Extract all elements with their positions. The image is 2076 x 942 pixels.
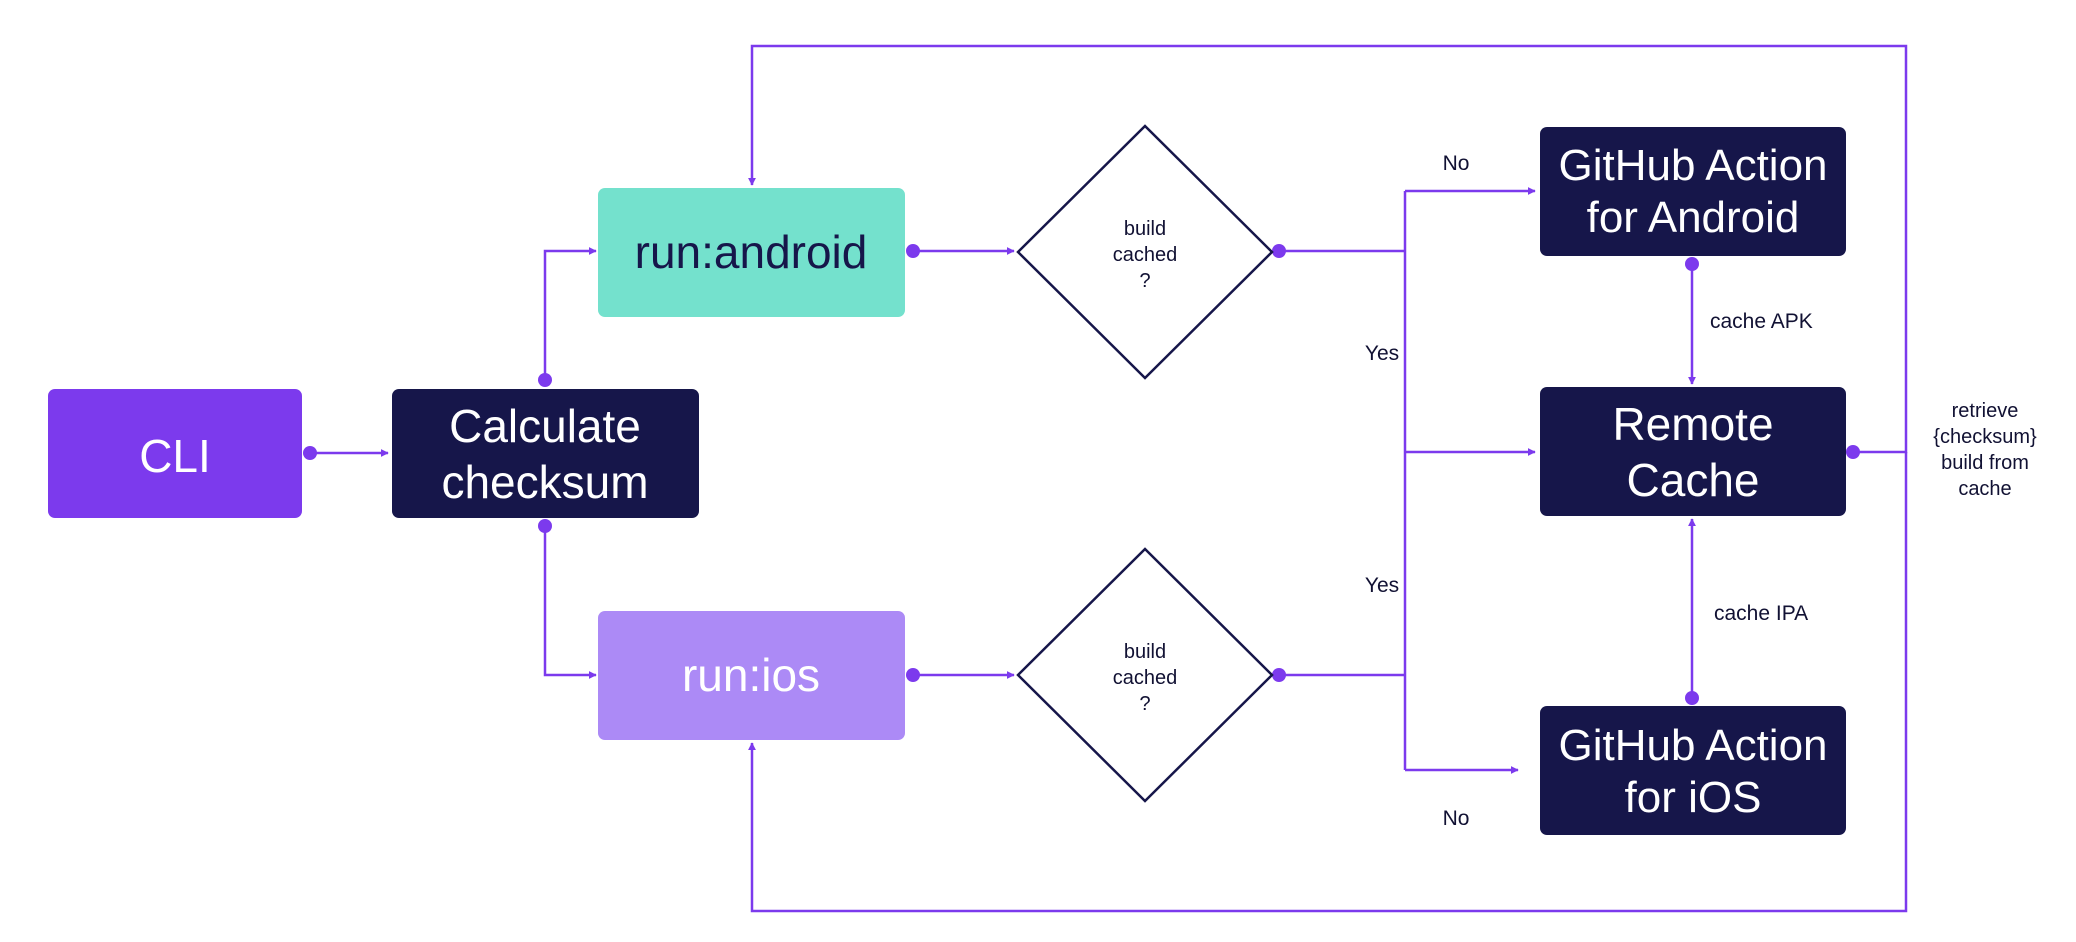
label-retrieve-line1: retrieve: [1952, 400, 2019, 422]
label-retrieve-line2: {checksum}: [1933, 426, 2037, 448]
checksum-box: [392, 389, 699, 518]
run-android-label: run:android: [635, 226, 868, 278]
gh-android-line2: for Android: [1587, 193, 1800, 242]
decision-android-diamond: [1016, 124, 1274, 380]
run-ios-box: [598, 611, 905, 740]
gh-ios-line1: GitHub Action: [1558, 721, 1827, 770]
cli-label: CLI: [139, 430, 211, 482]
dot-decision-android-out: [1272, 244, 1286, 258]
remote-cache-box: [1540, 387, 1846, 516]
dot-checksum-bottom: [538, 519, 552, 533]
checksum-label-line2: checksum: [441, 456, 648, 508]
checksum-label-line1: Calculate: [449, 400, 641, 452]
label-retrieve-line3: build from: [1941, 452, 2029, 474]
gh-ios-line2: for iOS: [1625, 773, 1762, 822]
decision-ios-line2: cached: [1113, 667, 1178, 689]
node-run-ios: run:ios: [598, 611, 905, 740]
dot-decision-ios-out: [1272, 668, 1286, 682]
node-gh-action-ios: GitHub Action for iOS: [1540, 706, 1846, 835]
node-cli: CLI: [48, 389, 302, 518]
edge-retrieve-loop-ios: [748, 452, 1908, 913]
node-run-android: run:android: [598, 188, 905, 317]
node-gh-action-android: GitHub Action for Android: [1540, 127, 1846, 256]
run-android-box: [598, 188, 905, 317]
dot-remote-cache-right: [1846, 445, 1860, 459]
node-remote-cache: Remote Cache: [1540, 387, 1846, 516]
gh-ios-box: [1540, 706, 1846, 835]
label-cache-apk: cache APK: [1710, 310, 1813, 333]
decision-ios-diamond: [1016, 547, 1274, 803]
decision-android-line2: cached: [1113, 244, 1178, 266]
gh-android-line1: GitHub Action: [1558, 141, 1827, 190]
edge-checksum-to-android: [543, 247, 597, 380]
decision-android-line3: ?: [1139, 270, 1150, 292]
node-decision-ios: build cached ?: [1016, 547, 1274, 803]
label-no-ios: No: [1443, 807, 1470, 830]
node-decision-android: build cached ?: [1016, 124, 1274, 380]
run-ios-label: run:ios: [682, 649, 820, 701]
dot-checksum-top: [538, 373, 552, 387]
dot-cli-out: [303, 446, 317, 460]
dot-gh-ios-top: [1685, 691, 1699, 705]
dot-ios-out: [906, 668, 920, 682]
label-cache-ipa: cache IPA: [1714, 602, 1808, 625]
dot-android-out: [906, 244, 920, 258]
label-retrieve-line4: cache: [1958, 478, 2011, 500]
cli-box: [48, 389, 302, 518]
remote-cache-line1: Remote: [1612, 398, 1773, 450]
label-no-android: No: [1443, 152, 1470, 175]
label-yes-ios: Yes: [1365, 574, 1399, 597]
decision-ios-line3: ?: [1139, 693, 1150, 715]
decision-android-line1: build: [1124, 218, 1166, 240]
gh-android-box: [1540, 127, 1846, 256]
label-yes-android: Yes: [1365, 342, 1399, 365]
dot-gh-android-bottom: [1685, 257, 1699, 271]
edge-retrieve-loop-android: [748, 44, 1908, 454]
node-calculate-checksum: Calculate checksum: [392, 389, 699, 518]
edge-checksum-to-ios: [543, 526, 597, 679]
remote-cache-line2: Cache: [1627, 454, 1760, 506]
decision-ios-line1: build: [1124, 641, 1166, 663]
